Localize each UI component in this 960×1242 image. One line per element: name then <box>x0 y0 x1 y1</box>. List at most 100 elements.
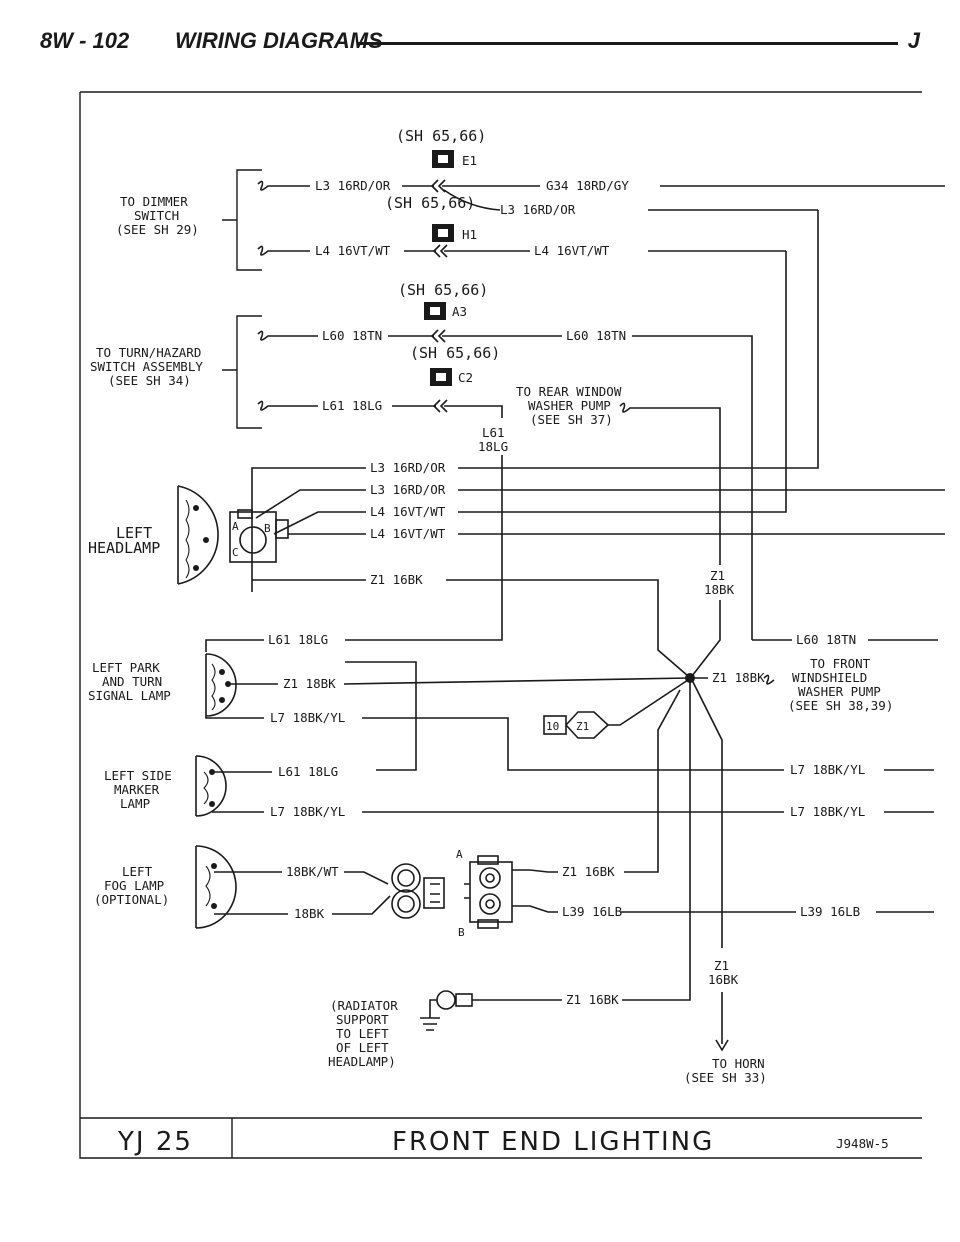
z1-washer-label: Z1 18BK <box>712 670 765 685</box>
l3-cross <box>443 189 501 211</box>
connector-e1-icon <box>432 150 454 168</box>
page-header: 8W - 102 WIRING DIAGRAMS J <box>40 28 920 58</box>
fog-z1-wire <box>624 689 681 873</box>
l3-dimmer-stub <box>257 180 310 191</box>
l7-park-label: L7 18BK/YL <box>270 710 345 725</box>
l60-right-label: L60 18TN <box>566 328 626 343</box>
l4-dimmer-label: L4 16VT/WT <box>315 243 391 258</box>
dimmer-label-1: TO DIMMER <box>120 194 188 209</box>
l61-park-label: L61 18LG <box>268 632 328 647</box>
frame-left-bottom <box>79 92 922 1159</box>
splice-number: 10 <box>546 720 559 733</box>
l7-right-label-2: L7 18BK/YL <box>790 804 865 819</box>
connector-c2-icon <box>430 368 452 386</box>
fog-z1-label: Z1 16BK <box>562 864 615 879</box>
l7-right-label-1: L7 18BK/YL <box>790 762 865 777</box>
l7-side-label: L7 18BK/YL <box>270 804 345 819</box>
l3-headlamp-label-1: L3 16RD/OR <box>370 460 446 475</box>
radiator-label-3: TO LEFT <box>336 1026 389 1041</box>
c2-id: C2 <box>458 370 473 385</box>
z1-headlamp-wire <box>446 579 689 677</box>
headlamp-connector-icon <box>229 509 289 563</box>
horn-z1-stack-1: Z1 <box>714 958 729 973</box>
fog-pin-b: B <box>458 926 465 939</box>
l3-dimmer-label: L3 16RD/OR <box>315 178 391 193</box>
dimmer-label-2: SWITCH <box>134 208 179 223</box>
front-washer-label-3: WASHER PUMP <box>798 684 881 699</box>
e1-id: E1 <box>462 153 477 168</box>
radiator-label-5: HEADLAMP) <box>328 1054 396 1069</box>
l61-side-bus <box>345 661 417 771</box>
park-lamp-icon <box>205 653 237 717</box>
connector-h1-icon <box>432 224 454 242</box>
footer-code: J948W-5 <box>836 1136 889 1151</box>
l4-headlamp-label-2: L4 16VT/WT <box>370 526 446 541</box>
side-label-3: LAMP <box>120 796 150 811</box>
l3-headlamp-label-2: L3 16RD/OR <box>370 482 446 497</box>
horn-arrow <box>715 992 729 1052</box>
z1-park-wire <box>343 677 691 685</box>
l3-loop-wire <box>458 210 819 469</box>
z1-headlamp-label: Z1 16BK <box>370 572 423 587</box>
c2-sheet-ref: (SH 65,66) <box>410 344 500 362</box>
horn-label-2: (SEE SH 33) <box>684 1070 767 1085</box>
fog-pin-a: A <box>456 848 463 861</box>
fog-bk-label: 18BK <box>294 906 325 921</box>
horn-z1-stack-2: 16BK <box>708 972 739 987</box>
radiator-label-4: OF LEFT <box>336 1040 389 1055</box>
footer-model: YJ 25 <box>117 1127 193 1157</box>
radiator-label-1: (RADIATOR <box>330 998 398 1013</box>
rear-washer-wire <box>619 402 721 565</box>
fog-bk-wire <box>332 895 391 915</box>
page-number: 8W - 102 <box>40 28 130 53</box>
section-letter: J <box>907 28 920 53</box>
turn-hazard-bracket <box>222 315 262 429</box>
z1-right-stack-1: Z1 <box>710 568 725 583</box>
turn-hazard-label-1: TO TURN/HAZARD <box>96 345 201 360</box>
z1-park-label: Z1 18BK <box>283 676 336 691</box>
headlamp-label-1: LEFT <box>116 524 152 542</box>
fog-bkwt-label: 18BK/WT <box>286 864 339 879</box>
park-label-3: SIGNAL LAMP <box>88 688 171 703</box>
fog-connector-male-icon <box>391 863 445 919</box>
l4-loop-wire <box>458 251 787 513</box>
e1-terminal-mark <box>430 179 446 193</box>
l61-switch-label: L61 18LG <box>322 398 382 413</box>
c2-terminal-mark <box>432 399 448 413</box>
g34-label: G34 18RD/GY <box>546 178 629 193</box>
dimmer-bracket <box>222 169 262 271</box>
l61-trunk <box>345 455 503 641</box>
l7-park-stub <box>205 716 264 719</box>
fog-lamp-icon <box>195 845 237 929</box>
rear-washer-label-2: WASHER PUMP <box>528 398 611 413</box>
l61-side-label: L61 18LG <box>278 764 338 779</box>
l61-stack-2: 18LG <box>478 439 508 454</box>
headlamp-icon <box>177 485 219 585</box>
splice-wire: Z1 <box>576 720 589 733</box>
fog-connector-female-icon <box>464 855 513 929</box>
h1-sheet-ref: (SH 65,66) <box>385 194 475 212</box>
l4-right-label: L4 16VT/WT <box>534 243 610 258</box>
fog-label-1: LEFT <box>122 864 153 879</box>
headlamp-pin-c: C <box>232 546 239 559</box>
splice-to-ground <box>608 679 689 726</box>
front-washer-label-1: TO FRONT <box>810 656 871 671</box>
l39-right-label: L39 16LB <box>800 904 860 919</box>
a3-id: A3 <box>452 304 467 319</box>
fog-z1-stub <box>512 869 558 873</box>
footer-title: FRONT END LIGHTING <box>392 1127 714 1157</box>
horn-label-1: TO HORN <box>712 1056 765 1071</box>
radiator-label-2: SUPPORT <box>336 1012 389 1027</box>
l3-headlamp-bus <box>251 467 366 592</box>
ground-trunk <box>622 682 691 1001</box>
rear-washer-label-3: (SEE SH 37) <box>530 412 613 427</box>
front-washer-label-2: WINDSHIELD <box>792 670 867 685</box>
front-washer-connector <box>763 674 775 685</box>
l61-stack-1: L61 <box>482 425 505 440</box>
e1-sheet-ref: (SH 65,66) <box>396 127 486 145</box>
ground-z1-label: Z1 16BK <box>566 992 619 1007</box>
side-label-1: LEFT SIDE <box>104 768 172 783</box>
header-rule <box>358 42 898 45</box>
park-label-2: AND TURN <box>102 674 162 689</box>
